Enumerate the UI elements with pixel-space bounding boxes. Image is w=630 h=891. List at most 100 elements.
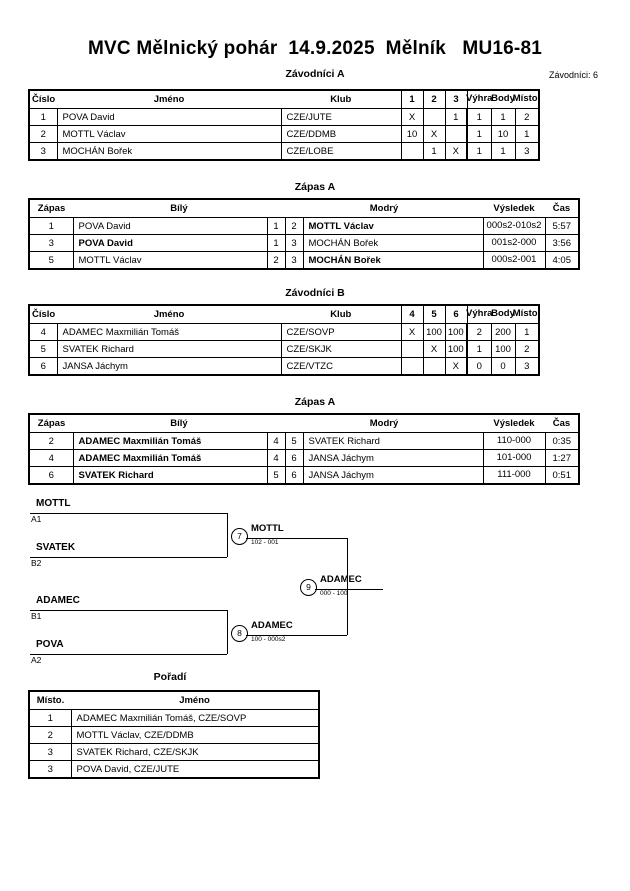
col-blue: Modrý — [285, 414, 483, 433]
bracket-line-entry-3 — [30, 610, 227, 611]
standing-name: MOTTL Václav, CZE/DDMB — [70, 726, 320, 744]
blue-competitor: MOTTL Václav — [302, 217, 484, 235]
white-competitor: MOTTL Václav — [72, 251, 268, 270]
competitor-number: 6 — [28, 357, 58, 376]
competitor-club: CZE/LOBE — [280, 142, 402, 161]
competitor-club: CZE/DDMB — [280, 125, 402, 143]
bracket-match-node-9: 9 — [300, 579, 317, 596]
match-number: 6 — [28, 466, 74, 485]
standing-place: 3 — [28, 760, 72, 779]
blue-number: 2 — [284, 217, 304, 235]
bracket-diagram: MOTTL A1 SVATEK B2 7 MOTTL 102 - 001 ADA… — [0, 495, 630, 670]
score-vs-2 — [422, 108, 446, 126]
match-time: 0:51 — [544, 466, 580, 485]
blue-number: 3 — [284, 251, 304, 270]
score-vs-2: 1 — [422, 142, 446, 161]
white-number: 1 — [266, 234, 286, 252]
col-name: Jméno — [57, 90, 281, 109]
competitor-number: 3 — [28, 142, 58, 161]
page-title: MVC Mělnický pohár 14.9.2025 Mělník MU16… — [88, 38, 542, 59]
col-result: Výsledek — [483, 414, 545, 433]
col-number: Číslo — [29, 305, 57, 324]
score-vs-2: 100 — [422, 323, 446, 341]
match-number: 2 — [28, 432, 74, 450]
competitor-name: ADAMEC Maxmilián Tomáš — [56, 323, 282, 341]
col-match: Zápas — [29, 414, 73, 433]
score-vs-3: X — [444, 357, 468, 376]
standings-caption: Pořadí — [153, 671, 187, 683]
score-vs-2 — [422, 357, 446, 376]
score-vs-3 — [444, 125, 468, 143]
blue-competitor: MOCHÁN Bořek — [302, 251, 484, 270]
score-vs-3: 100 — [444, 323, 468, 341]
competitor-points: 10 — [490, 125, 516, 143]
score-vs-1 — [400, 340, 424, 358]
score-vs-1: X — [400, 323, 424, 341]
match-a2-header-row: Zápas Bílý Modrý Výsledek Čas — [29, 414, 579, 433]
match-result: 101-000 — [482, 449, 546, 467]
group-b-header-row: Číslo Jméno Klub 4 5 6 Výhra Body Místo. — [29, 305, 540, 324]
match-time: 5:57 — [544, 217, 580, 235]
white-competitor: SVATEK Richard — [72, 466, 268, 485]
score-vs-3: X — [444, 142, 468, 161]
competitor-place: 1 — [514, 323, 540, 341]
bracket-entry-seed-1: A1 — [31, 514, 42, 524]
col-club: Klub — [281, 90, 401, 109]
blue-number: 6 — [284, 466, 304, 485]
competitor-place: 3 — [514, 357, 540, 376]
match-number: 3 — [28, 234, 74, 252]
group-a-table: Číslo Jméno Klub 1 2 3 Výhra Body Místo.… — [28, 89, 540, 161]
bracket-score-8: 100 - 000s2 — [251, 636, 286, 643]
bracket-line-entry-1 — [30, 513, 227, 514]
col-opponent-5: 5 — [422, 305, 445, 324]
match-result: 110-000 — [482, 432, 546, 450]
bracket-score-7: 102 - 001 — [251, 539, 279, 546]
standings-header-row: Místo. Jméno — [29, 691, 319, 710]
standing-name: POVA David, CZE/JUTE — [70, 760, 320, 779]
white-number: 2 — [266, 251, 286, 270]
col-opponent-2: 2 — [422, 90, 445, 109]
white-competitor: ADAMEC Maxmilián Tomáš — [72, 449, 268, 467]
bracket-line-entry-4 — [30, 654, 227, 655]
bracket-entry-seed-4: A2 — [31, 655, 42, 665]
competitor-club: CZE/JUTE — [280, 108, 402, 126]
competitor-name: MOCHÁN Bořek — [56, 142, 282, 161]
white-number: 4 — [266, 432, 286, 450]
col-opponent-4: 4 — [400, 305, 423, 324]
bracket-entry-name-1: MOTTL — [36, 498, 71, 509]
col-opponent-6: 6 — [444, 305, 467, 324]
group-b-table: Číslo Jméno Klub 4 5 6 Výhra Body Místo.… — [28, 304, 540, 376]
bracket-entry-seed-2: B2 — [31, 558, 42, 568]
col-opponent-3: 3 — [444, 90, 467, 109]
competitor-name: SVATEK Richard — [56, 340, 282, 358]
group-a-header-row: Číslo Jméno Klub 1 2 3 Výhra Body Místo. — [29, 90, 540, 109]
col-name: Jméno — [57, 305, 281, 324]
competitor-points: 100 — [490, 340, 516, 358]
competitor-place: 2 — [514, 340, 540, 358]
bracket-line-match-8 — [246, 635, 347, 636]
blue-competitor: JANSA Jáchym — [302, 466, 484, 485]
white-number: 5 — [266, 466, 286, 485]
competitor-number: 4 — [28, 323, 58, 341]
competitor-points: 0 — [490, 357, 516, 376]
standing-place: 3 — [28, 743, 72, 761]
match-result: 000s2-010s2 — [482, 217, 546, 235]
white-number: 4 — [266, 449, 286, 467]
group-b-caption: Závodníci B — [285, 287, 345, 299]
competitor-place: 1 — [514, 125, 540, 143]
blue-competitor: SVATEK Richard — [302, 432, 484, 450]
